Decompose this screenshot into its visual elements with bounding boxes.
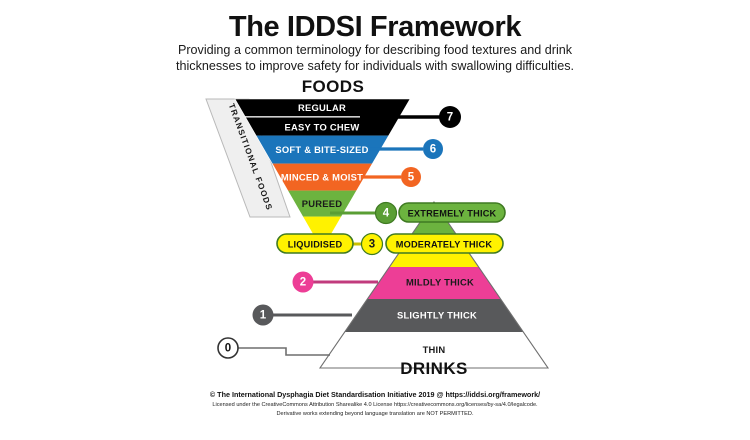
drink-pill-moderately-thick: MODERATELY THICK — [385, 233, 504, 254]
drink-label-extremely-thick: EXTREMELY THICK — [408, 209, 497, 219]
level-7-number: 7 — [447, 112, 453, 124]
drink-band-thin — [320, 332, 548, 368]
page-subtitle: Providing a common terminology for descr… — [0, 43, 750, 74]
footer-license: Licensed under the CreativeCommons Attri… — [212, 402, 538, 408]
level-2-connector[interactable]: 2 — [292, 271, 379, 293]
food-label-easy-to-chew: EASY TO CHEW — [284, 122, 359, 133]
food-band-easy — [235, 117, 410, 136]
level-6-number: 6 — [430, 144, 436, 156]
drinks-pyramid-outline — [318, 201, 550, 369]
level-4-number: 4 — [383, 208, 390, 220]
food-pill-liquidised: LIQUIDISED — [276, 233, 354, 254]
drink-label-mildly-thick: MILDLY THICK — [406, 277, 474, 288]
level-3-number: 3 — [369, 239, 375, 251]
level-5-connector[interactable]: 5 — [338, 167, 421, 187]
level-4-connector[interactable]: 4 — [330, 201, 398, 225]
footer-copyright: © The International Dysphagia Diet Stand… — [209, 390, 541, 399]
level-5-number: 5 — [408, 172, 415, 184]
drinks-header: DRINKS — [400, 359, 468, 378]
food-label-liquidised: LIQUIDISED — [288, 240, 343, 250]
food-band-divider — [235, 116, 410, 118]
level-2-number: 2 — [300, 277, 306, 289]
iddsi-diagram: FOODS TRANSITIONAL FOODS — [205, 78, 550, 378]
drink-pill-extremely-thick: EXTREMELY THICK — [398, 202, 506, 223]
drink-label-moderately-thick: MODERATELY THICK — [396, 240, 493, 250]
food-label-regular: REGULAR — [298, 102, 346, 113]
level-0-number: 0 — [225, 343, 231, 355]
food-label-soft-bite-sized: SOFT & BITE-SIZED — [275, 144, 368, 155]
level-7-connector[interactable]: 7 — [360, 106, 461, 128]
foods-header: FOODS — [302, 78, 364, 96]
food-band-regular — [235, 99, 410, 116]
page-title: The IDDSI Framework — [228, 11, 522, 43]
drink-label-slightly-thick: SLIGHTLY THICK — [397, 310, 477, 321]
subtitle-line-2: thicknesses to improve safety for indivi… — [175, 58, 575, 73]
food-label-minced-moist: MINCED & MOIST — [281, 172, 363, 183]
level-0-connector[interactable]: 0 — [217, 337, 330, 359]
level-6-connector[interactable]: 6 — [352, 139, 443, 159]
food-label-pureed: PUREED — [302, 198, 343, 209]
level-1-number: 1 — [260, 310, 267, 322]
drink-label-thin: THIN — [423, 344, 446, 355]
level-1-connector[interactable]: 1 — [252, 304, 353, 326]
subtitle-line-1: Providing a common terminology for descr… — [177, 43, 573, 57]
foods-pyramid-outline — [234, 98, 411, 251]
footer-derivative-notice: Derivative works extending beyond langua… — [276, 411, 474, 417]
